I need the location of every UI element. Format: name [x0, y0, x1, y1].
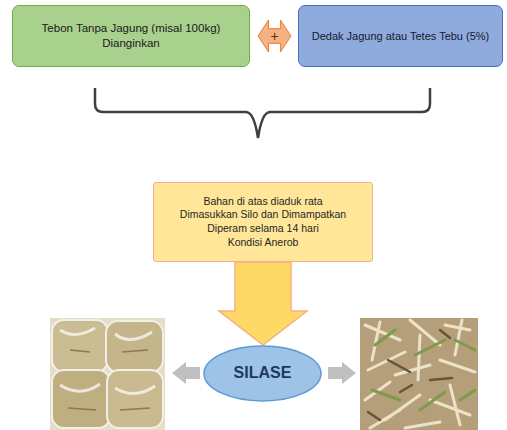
- text-group: Tebon Tanpa Jagung (misal 100kg) Diangin…: [13, 21, 249, 51]
- silage-bags-photo: [50, 318, 165, 430]
- flow-arrow: [219, 262, 307, 345]
- text-group: Dedak Jagung atau Tetes Tebu (5%): [306, 29, 496, 43]
- node-text: Bahan di atas diaduk rata: [180, 195, 346, 209]
- node-text: Dedak Jagung atau Tetes Tebu (5%): [312, 29, 490, 43]
- chopped-stover-photo: [360, 318, 478, 430]
- process-box: Bahan di atas diaduk rataDimasukkan Silo…: [153, 182, 373, 262]
- text-group: SILASE: [224, 363, 302, 384]
- node-text: Kondisi Anerob: [180, 236, 346, 250]
- ingredient-box: Tebon Tanpa Jagung (misal 100kg) Diangin…: [12, 5, 250, 67]
- additive-box: Dedak Jagung atau Tetes Tebu (5%): [298, 5, 503, 67]
- node-text: Diperam selama 14 hari: [180, 222, 346, 236]
- double-arrow-shape: [258, 20, 291, 52]
- text-group: +: [270, 27, 278, 45]
- pointer-arrow: [328, 362, 356, 384]
- node-text: SILASE: [234, 363, 292, 384]
- text-group: Bahan di atas diaduk rataDimasukkan Silo…: [172, 195, 354, 250]
- product-ellipse: SILASE: [203, 345, 322, 402]
- curly-bracket: [95, 88, 430, 138]
- node-text: Dimasukkan Silo dan Dimampatkan: [180, 208, 346, 222]
- ellipse-shape: [204, 346, 321, 401]
- plus-arrow: +: [258, 20, 291, 52]
- node-text: Tebon Tanpa Jagung (misal 100kg) Diangin…: [21, 21, 241, 51]
- node-text: +: [270, 27, 278, 45]
- pointer-arrow: [172, 362, 200, 384]
